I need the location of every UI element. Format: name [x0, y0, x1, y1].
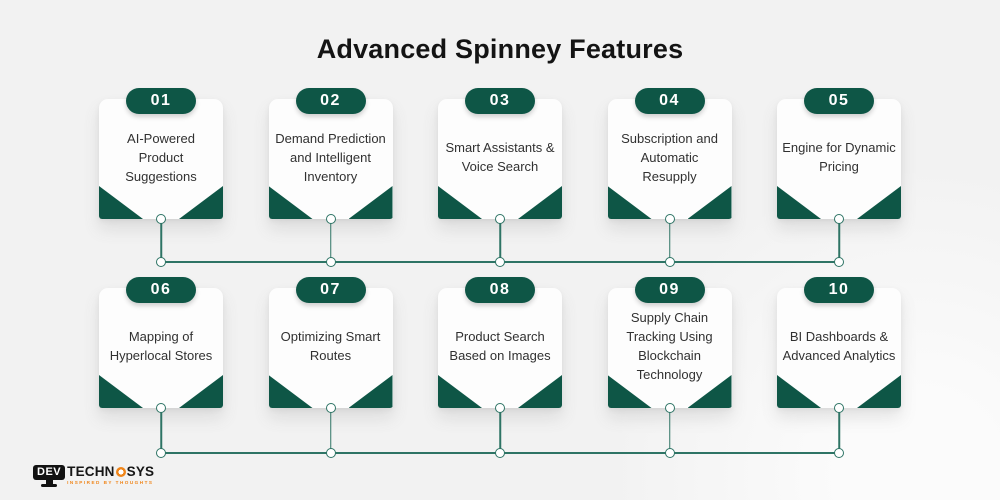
connector-stem	[499, 412, 501, 452]
feature-number-badge: 05	[804, 88, 874, 114]
feature-label: Smart Assistants & Voice Search	[445, 140, 555, 174]
logo-tagline: INSPIRED BY THOUGHTS	[67, 480, 154, 485]
feature-card-05: 05 Engine for Dynamic Pricing	[777, 88, 901, 267]
connector-node	[325, 214, 336, 224]
feature-number: 01	[150, 92, 172, 109]
connector-node	[325, 403, 336, 413]
devtechnosys-logo: DEV TECHN SYS INSPIRED BY THOUGHTS	[33, 465, 154, 487]
feature-number: 09	[659, 281, 680, 298]
connector-stem	[160, 223, 162, 261]
feature-number-badge: 08	[465, 277, 535, 303]
feature-number: 08	[489, 281, 511, 298]
feature-card-08: 08 Product Search Based on Images	[438, 277, 562, 458]
feature-number-badge: 06	[126, 277, 196, 303]
feature-card-10: 10 BI Dashboards & Advanced Analytics	[777, 277, 901, 458]
connector-junction-node	[834, 257, 844, 267]
connector-node	[834, 403, 844, 413]
feature-number: 04	[659, 92, 680, 109]
feature-label: Product Search Based on Images	[449, 329, 551, 363]
connector-stem	[160, 412, 162, 452]
feature-label: Engine for Dynamic Pricing	[782, 140, 896, 174]
connector-node	[156, 214, 166, 224]
feature-number-badge: 01	[126, 88, 196, 114]
features-row-bottom: 06 Mapping of Hyperlocal Stores 07 Optim…	[99, 277, 901, 458]
connector-node	[495, 214, 505, 224]
connector-stem	[668, 412, 671, 452]
connector-stem	[838, 412, 840, 452]
feature-card-07: 07 Optimizing Smart Routes	[268, 277, 393, 458]
connector-junction-node	[325, 448, 336, 458]
features-row-top: 01 AI-Powered Product Suggestions 02 Dem…	[99, 88, 901, 267]
feature-number-badge: 10	[804, 277, 874, 303]
connector-junction-node	[495, 257, 505, 267]
logo-dev-text: DEV	[33, 465, 66, 480]
feature-label: BI Dashboards & Advanced Analytics	[782, 329, 896, 363]
feature-label: AI-Powered Product Suggestions	[125, 130, 197, 184]
feature-number: 03	[489, 92, 511, 109]
feature-label: Demand Prediction and Intelligent Invent…	[275, 130, 386, 184]
connector-junction-node	[495, 448, 505, 458]
feature-card-01: 01 AI-Powered Product Suggestions	[99, 88, 223, 267]
connector-node	[156, 403, 166, 413]
logo-brand-right: SYS	[126, 464, 155, 479]
connector-junction-node	[325, 257, 336, 267]
connector-stem	[329, 223, 332, 261]
connector-stem	[329, 412, 332, 452]
connector-stem	[668, 223, 671, 261]
logo-brand: TECHN SYS INSPIRED BY THOUGHTS	[67, 464, 155, 486]
connector-stem	[499, 223, 501, 261]
feature-card-09: 09 Supply Chain Tracking Using Blockchai…	[607, 277, 732, 458]
feature-card-06: 06 Mapping of Hyperlocal Stores	[99, 277, 223, 458]
connector-stem	[838, 223, 840, 261]
feature-label: Mapping of Hyperlocal Stores	[109, 329, 213, 363]
monitor-icon: DEV	[33, 465, 66, 487]
logo-brand-left: TECHN	[67, 464, 115, 479]
page-title: Advanced Spinney Features	[316, 34, 684, 64]
connector-junction-node	[834, 448, 844, 458]
feature-number-badge: 04	[634, 88, 705, 114]
connector-junction-node	[664, 448, 675, 458]
feature-number-badge: 07	[295, 277, 366, 303]
feature-card-04: 04 Subscription and Automatic Resupply	[607, 88, 732, 267]
feature-number-badge: 03	[465, 88, 535, 114]
feature-number: 07	[320, 281, 341, 298]
connector-node	[834, 214, 844, 224]
feature-number: 05	[828, 92, 850, 109]
connector-node	[664, 403, 675, 413]
feature-number: 06	[150, 281, 172, 298]
connector-junction-node	[156, 448, 166, 458]
connector-junction-node	[664, 257, 675, 267]
connector-junction-node	[156, 257, 166, 267]
connector-node	[495, 403, 505, 413]
feature-card-02: 02 Demand Prediction and Intelligent Inv…	[268, 88, 393, 267]
feature-number-badge: 02	[295, 88, 366, 114]
feature-number: 10	[828, 281, 850, 298]
feature-number-badge: 09	[634, 277, 705, 303]
feature-label: Supply Chain Tracking Using Blockchain T…	[626, 310, 713, 382]
feature-label: Optimizing Smart Routes	[280, 329, 381, 363]
gear-icon	[115, 467, 126, 477]
feature-label: Subscription and Automatic Resupply	[621, 130, 718, 184]
feature-card-03: 03 Smart Assistants & Voice Search	[438, 88, 562, 267]
connector-node	[664, 214, 675, 224]
feature-number: 02	[320, 92, 341, 109]
